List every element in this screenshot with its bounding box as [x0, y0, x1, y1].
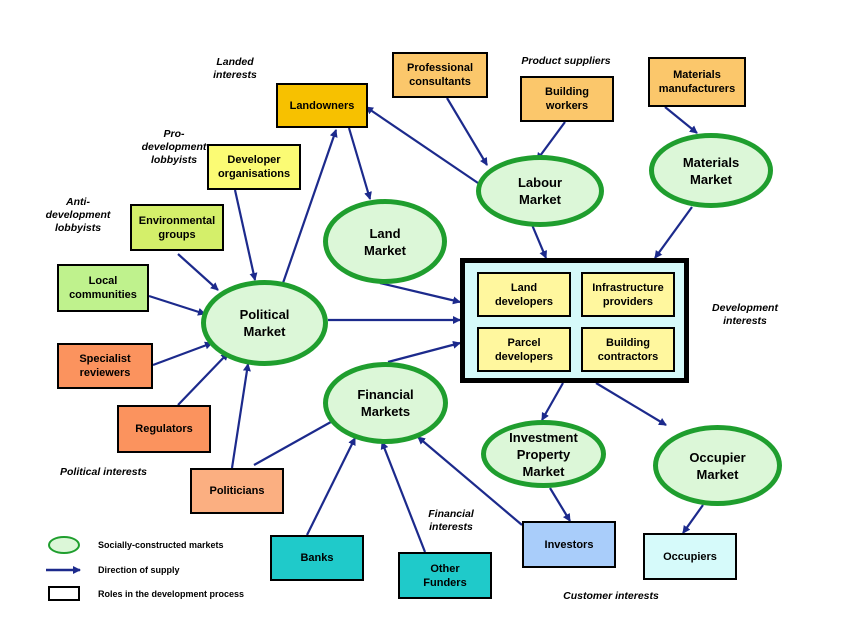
arrow-labour-landowners: [365, 106, 479, 184]
arrow-materials-devbox: [654, 206, 693, 259]
infrastructure-providers-role: Infrastructure providers: [581, 272, 675, 317]
financial-interests-label: Financial interests: [428, 508, 474, 533]
environmental-groups-box: Environmental groups: [130, 204, 224, 251]
building-workers-box: Building workers: [520, 76, 614, 122]
investors-box: Investors: [522, 521, 616, 568]
arrow-landowners-land: [347, 127, 372, 200]
arrow-investment-investors: [549, 487, 571, 522]
legend-roles-text: Roles in the development process: [98, 589, 245, 599]
specialist-reviewers-box: Specialist reviewers: [57, 343, 153, 389]
arrow-devbox-investment: [541, 382, 564, 421]
building-contractors-role: Building contractors: [581, 327, 675, 372]
arrow-otherfunders-financial: [380, 441, 427, 553]
product-suppliers-label: Product suppliers: [521, 55, 611, 67]
other-funders-box: Other Funders: [398, 552, 492, 599]
arrow-politicians-financial: [253, 417, 339, 466]
regulators-box: Regulators: [117, 405, 211, 453]
professional-consultants-box: Professional consultants: [392, 52, 488, 98]
arrow-occupier-occupiers: [682, 504, 704, 534]
pro-development-label: Pro- development lobbyists: [141, 128, 207, 166]
arrow-local-political: [148, 294, 206, 316]
arrow-banks-financial: [306, 437, 356, 536]
politicians-box: Politicians: [190, 468, 284, 514]
materials-market: Materials Market: [649, 133, 773, 208]
occupier-market: Occupier Market: [653, 425, 782, 506]
political-interests-label: Political interests: [60, 466, 147, 478]
legend-markets-text: Socially-constructed markets: [98, 540, 224, 550]
arrow-politicians-political: [230, 363, 251, 469]
arrow-manufacturers-materials: [664, 106, 698, 134]
arrow-devbox-occupier: [595, 382, 667, 426]
legend-roles-symbol: [48, 586, 80, 601]
developer-organisations-box: Developer organisations: [207, 144, 301, 190]
arrow-land-devbox: [379, 281, 461, 305]
legend-supply-text: Direction of supply: [98, 565, 180, 575]
development-interests-label: Development interests: [712, 302, 778, 327]
arrow-regulators-political: [177, 352, 229, 406]
local-communities-box: Local communities: [57, 264, 149, 312]
arrow-devorgs-political: [233, 189, 258, 281]
arrow-specialist-political: [152, 341, 213, 367]
financial-markets: Financial Markets: [323, 362, 448, 444]
land-developers-role: Land developers: [477, 272, 571, 317]
legend-market-symbol: [48, 536, 80, 554]
arrow-investors-financial: [417, 436, 523, 526]
arrow-consultants-labour: [446, 97, 488, 166]
political-market: Political Market: [201, 280, 328, 366]
materials-manufacturers-box: Materials manufacturers: [648, 57, 746, 107]
labour-market: Labour Market: [476, 155, 604, 227]
landowners-box: Landowners: [276, 83, 368, 128]
investment-property-market: Investment Property Market: [481, 420, 606, 488]
landed-interests-label: Landed interests: [213, 56, 257, 81]
parcel-developers-role: Parcel developers: [477, 327, 571, 372]
banks-box: Banks: [270, 535, 364, 581]
arrow-workers-labour: [536, 121, 566, 161]
arrow-envgroups-political: [177, 253, 219, 291]
customer-interests-label: Customer interests: [563, 590, 659, 602]
arrow-financial-devbox: [387, 340, 461, 364]
arrow-political-landowners: [281, 129, 338, 284]
anti-development-label: Anti- development lobbyists: [45, 196, 111, 234]
land-market: Land Market: [323, 199, 447, 284]
occupiers-box: Occupiers: [643, 533, 737, 580]
